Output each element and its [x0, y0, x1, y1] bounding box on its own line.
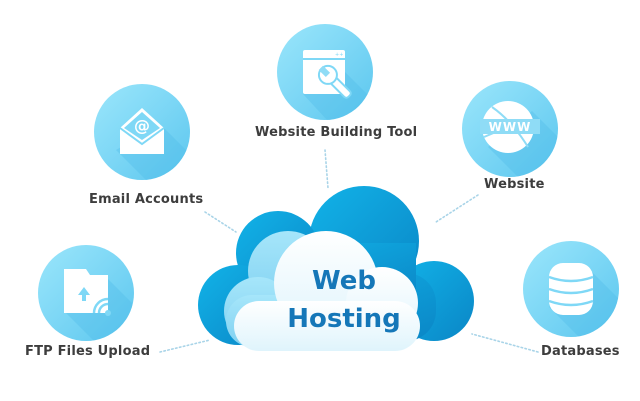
node-label: FTP Files Upload	[25, 344, 151, 359]
svg-text:WWW: WWW	[489, 120, 532, 134]
connector-website	[435, 194, 479, 223]
folder-upload-signal-icon	[64, 269, 111, 316]
database-stack-icon	[548, 263, 594, 315]
cloud-icon	[198, 186, 474, 351]
node-circle: WWW	[462, 81, 558, 177]
node-circle	[523, 241, 619, 337]
node-label: Website	[484, 177, 545, 192]
svg-text:++: ++	[335, 52, 343, 58]
cloud-title-line2: Hosting	[287, 304, 401, 334]
node-circle	[38, 245, 134, 341]
web-hosting-cloud: Web Hosting	[196, 183, 476, 353]
node-label: Databases	[541, 344, 620, 359]
node-circle: @	[94, 84, 190, 180]
cloud-title-line1: Web	[312, 266, 376, 296]
node-label: Email Accounts	[89, 192, 204, 207]
connector-website-building-tool	[324, 149, 329, 189]
connector-ftp-files-upload	[159, 339, 211, 353]
browser-wrench-icon: ++	[303, 50, 352, 99]
svg-text:@: @	[134, 116, 150, 135]
node-circle: ++	[277, 24, 373, 120]
connector-databases	[471, 333, 539, 353]
connector-email-accounts	[204, 211, 237, 233]
globe-www-icon: WWW	[480, 101, 540, 153]
open-envelope-at-icon: @	[119, 108, 165, 154]
node-label: Website Building Tool	[255, 125, 418, 140]
